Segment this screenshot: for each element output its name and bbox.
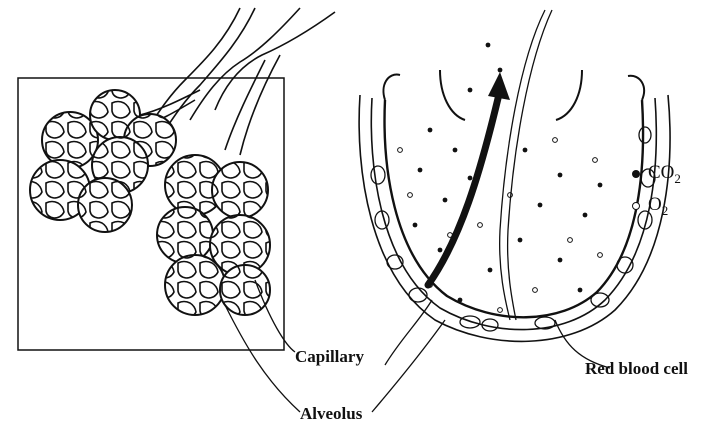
legend-co2-text: CO2 xyxy=(648,162,681,187)
o2-flow-path xyxy=(500,10,545,320)
arrow-up-icon xyxy=(488,72,510,100)
hollow-dot-icon xyxy=(632,202,640,210)
alveolar-sacs xyxy=(30,90,270,315)
legend-o2-text: O2 xyxy=(648,194,668,219)
leader-lines xyxy=(225,280,610,412)
capillary-label: Capillary xyxy=(295,348,364,365)
alveolus-label: Alveolus xyxy=(300,405,362,422)
legend-co2: CO2 xyxy=(632,162,681,187)
legend-o2: O2 xyxy=(632,194,668,219)
red-blood-cell-label: Red blood cell xyxy=(585,360,688,377)
filled-dot-icon xyxy=(632,170,640,178)
